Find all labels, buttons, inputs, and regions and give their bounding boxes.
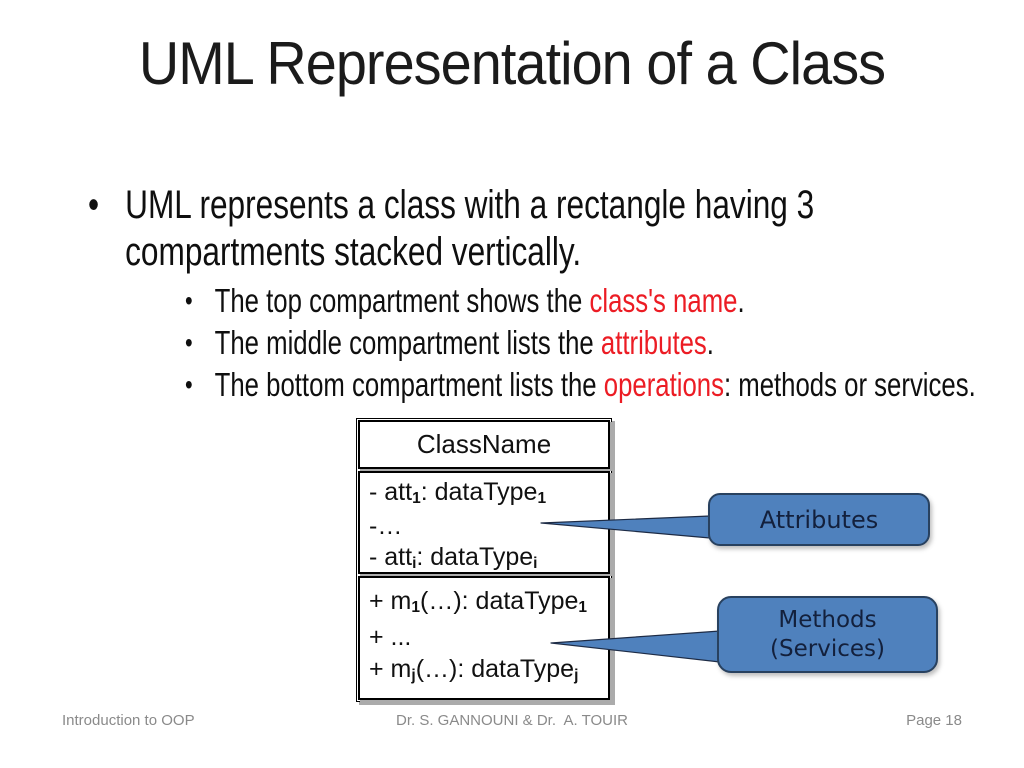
bullet-sub-text: The top compartment shows the class's na… <box>214 282 745 319</box>
bullet-icon: • <box>88 183 100 227</box>
bullet-sub-item: • The middle compartment lists the attri… <box>185 322 996 364</box>
callout-methods: Methods (Services) <box>717 596 938 673</box>
attribute-line: - atti: dataTypei <box>369 543 538 573</box>
uml-class-box: ClassName - att1: dataType1 -… - atti: d… <box>356 418 612 702</box>
bullet-sub-text: The middle compartment lists the attribu… <box>214 324 714 361</box>
attribute-line: -… <box>369 512 403 540</box>
bullet-icon: • <box>185 285 193 316</box>
callout-attributes-label: Attributes <box>759 505 879 534</box>
bullet-sub-item: • The bottom compartment lists the opera… <box>185 364 996 406</box>
attribute-line: - att1: dataType1 <box>369 478 547 508</box>
bullet-icon: • <box>185 369 193 400</box>
callout-attributes: Attributes <box>708 493 930 546</box>
method-line: + mj(…): dataTypej <box>369 655 579 685</box>
callout-methods-label-line2: (Services) <box>770 635 885 662</box>
method-line: + m1(…): dataType1 <box>369 587 588 617</box>
method-line: + ... <box>369 623 412 651</box>
footer-course: Introduction to OOP <box>62 712 195 729</box>
methods-compartment: + m1(…): dataType1 + ... + mj(…): dataTy… <box>358 576 610 700</box>
bullet-sub-item: • The top compartment shows the class's … <box>185 280 996 322</box>
class-name-text: ClassName <box>416 429 552 459</box>
bullet-main: • UML represents a class with a rectangl… <box>88 182 886 276</box>
attributes-compartment: - att1: dataType1 -… - atti: dataTypei <box>358 471 610 574</box>
bullet-sub-list: • The top compartment shows the class's … <box>185 280 996 406</box>
class-name-compartment: ClassName <box>358 420 610 469</box>
bullet-main-text: UML represents a class with a rectangle … <box>125 183 815 274</box>
page-title: UML Representation of a Class <box>138 30 886 97</box>
bullet-sub-text: The bottom compartment lists the operati… <box>214 366 976 403</box>
bullet-icon: • <box>185 327 193 358</box>
callout-methods-label-line1: Methods <box>778 606 877 633</box>
footer-page-number: Page 18 <box>906 712 962 729</box>
footer-authors: Dr. S. GANNOUNI & Dr. A. TOUIR <box>396 712 628 729</box>
